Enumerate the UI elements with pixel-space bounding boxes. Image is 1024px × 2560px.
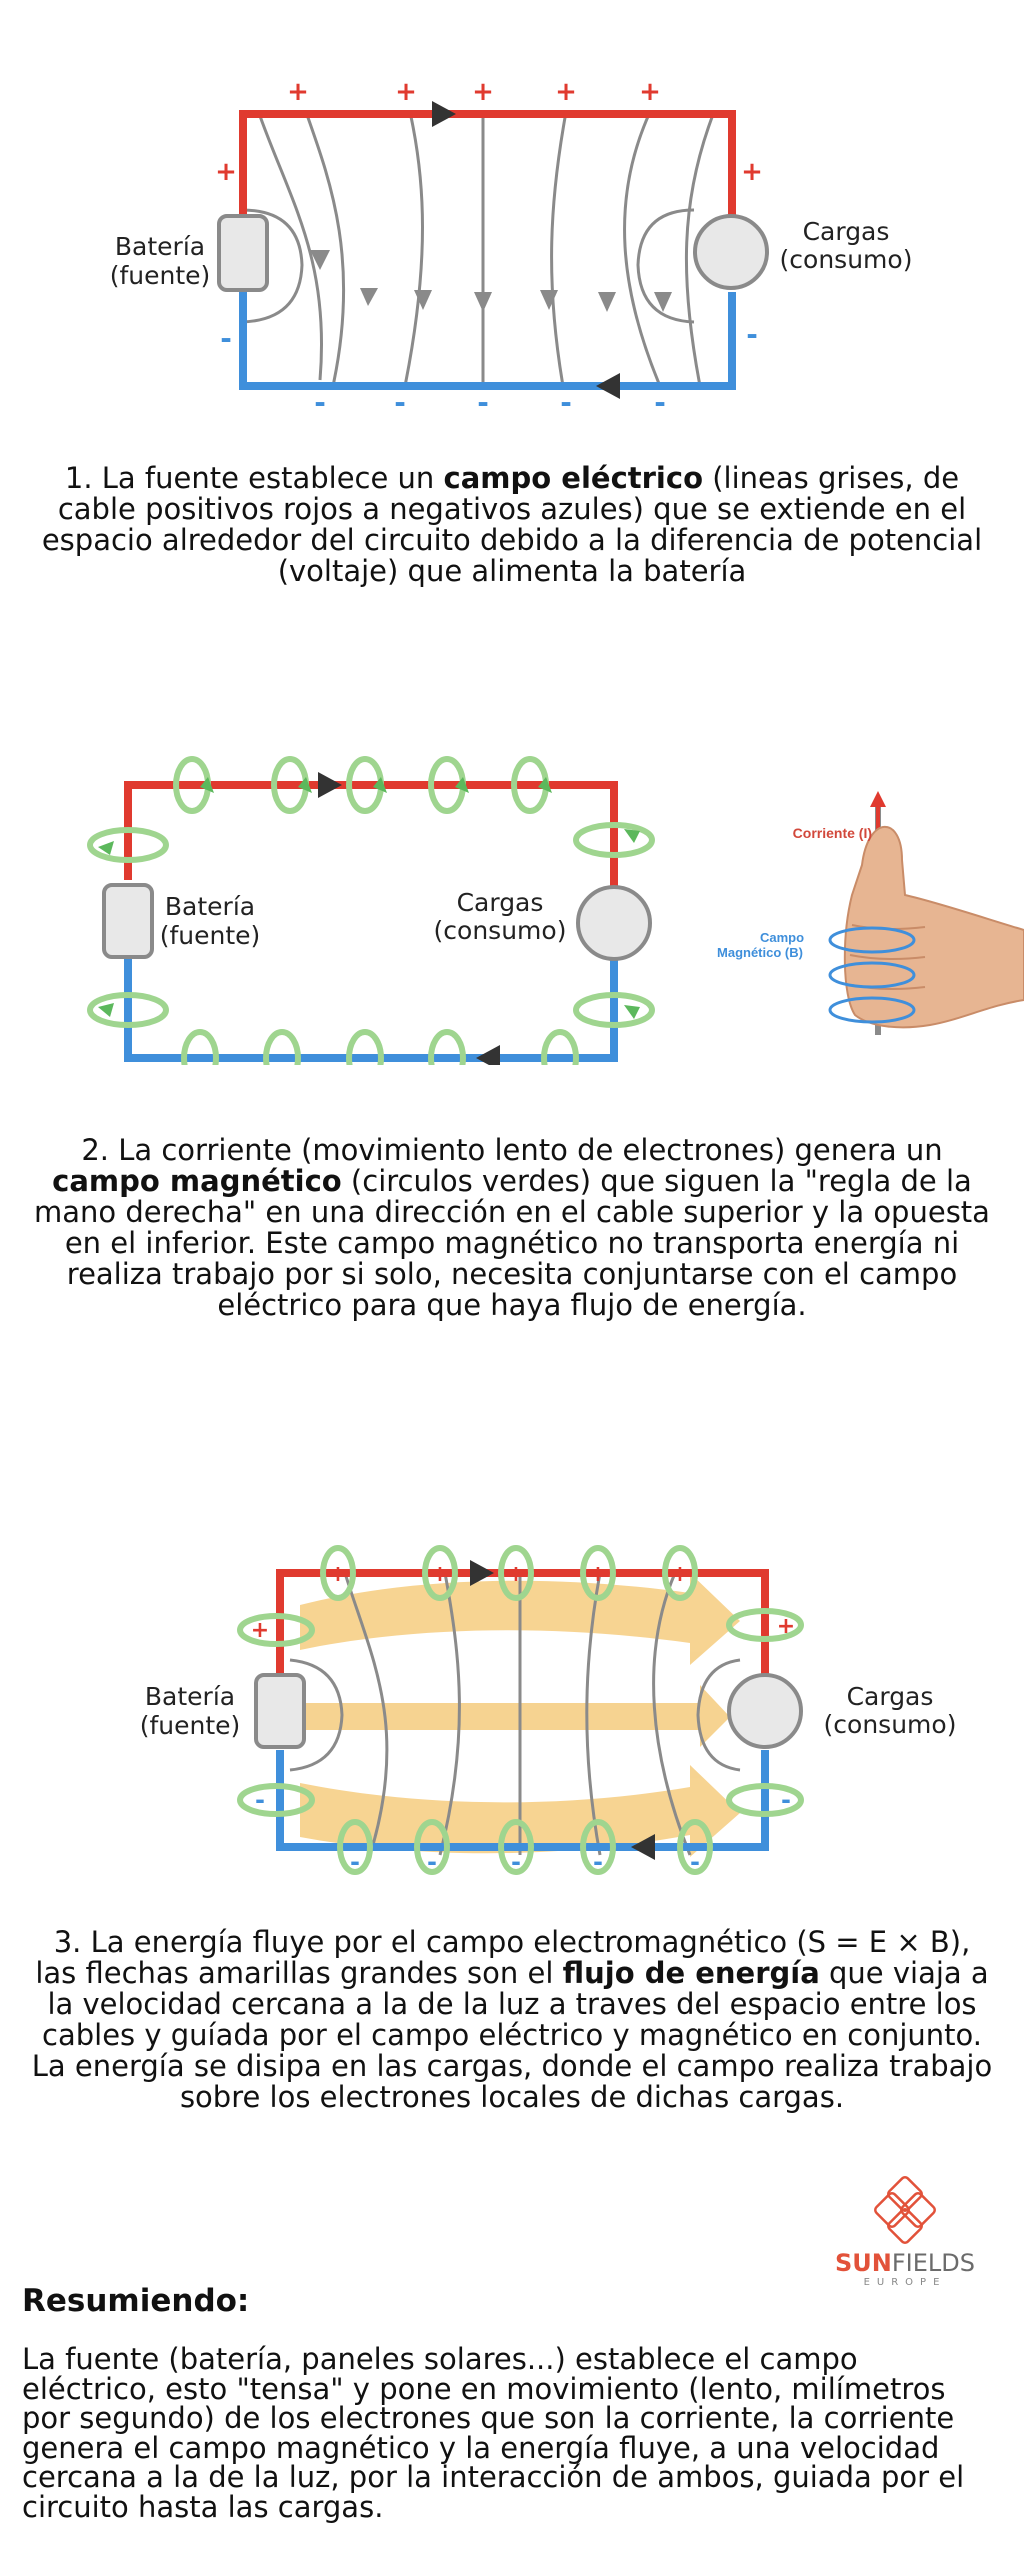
hand-icon <box>843 825 1024 1029</box>
positive-wire <box>239 110 736 238</box>
field-arrowheads <box>310 250 672 312</box>
load-label-2: Cargas <box>457 888 544 917</box>
svg-text:-: - <box>220 322 232 355</box>
current-label: Corriente (I) <box>793 825 872 841</box>
svg-text:-: - <box>255 1786 265 1814</box>
svg-text:-: - <box>314 386 326 410</box>
battery-icon-3 <box>254 1673 306 1749</box>
diagram-electric-field: + + + + + + + - - - - - - - Batería (fue… <box>0 60 1024 410</box>
summary-body: La fuente (batería, paneles solares...) … <box>22 2342 965 2524</box>
svg-text:-: - <box>593 1848 603 1876</box>
battery-role-label-2: (fuente) <box>160 921 261 950</box>
svg-text:+: + <box>507 1562 525 1587</box>
svg-text:-: - <box>427 1848 437 1876</box>
battery-label-3: Batería <box>145 1682 235 1711</box>
magnetic-loops <box>87 756 655 1065</box>
svg-text:-: - <box>511 1848 521 1876</box>
svg-text:+: + <box>431 1562 449 1587</box>
diagram-energy-flow: + + + + + + + - - - - - - - Batería (fue… <box>0 1525 1024 1905</box>
svg-text:+: + <box>589 1562 607 1587</box>
minus-signs: - - - - - - - <box>220 318 758 410</box>
positive-wire-3 <box>276 1569 769 1695</box>
load-icon <box>693 214 769 290</box>
magnetic-field-label-2: Magnético (B) <box>717 945 803 960</box>
plus-signs: + + + + + + + <box>215 77 763 187</box>
magnetic-loops-3 <box>237 1545 804 1875</box>
magnetic-field-label-1: Campo <box>760 930 804 945</box>
caption-step-2-bold: campo magnético <box>52 1164 342 1198</box>
right-hand-rule-illustration: Corriente (I) Campo Magnético (B) <box>717 791 1024 1035</box>
current-arrow-bottom-3 <box>631 1834 655 1860</box>
electric-field-lines <box>241 111 716 387</box>
sunfields-logo-icon <box>874 2176 936 2244</box>
svg-text:-: - <box>781 1786 791 1814</box>
current-arrow-bottom-2 <box>476 1045 500 1065</box>
magnetic-arrowheads <box>98 777 640 1019</box>
caption-step-1-bold: campo eléctrico <box>443 461 703 495</box>
current-arrow-bottom <box>596 373 620 399</box>
load-role-label-3: (consumo) <box>824 1710 957 1739</box>
electric-field-lines-3 <box>289 1572 741 1856</box>
svg-text:-: - <box>654 386 666 410</box>
load-role-label-2: (consumo) <box>434 916 567 945</box>
svg-text:+: + <box>215 157 237 187</box>
sunfields-logo: SUNFIELDS EUROPE <box>830 2175 980 2295</box>
svg-text:+: + <box>741 157 763 187</box>
svg-text:-: - <box>350 1848 360 1876</box>
current-arrow-top <box>432 101 456 127</box>
svg-text:+: + <box>639 77 661 107</box>
svg-text:-: - <box>394 386 406 410</box>
negative-wire-3 <box>276 1750 769 1851</box>
svg-text:+: + <box>555 77 577 107</box>
summary-title: Resumiendo: <box>22 2283 250 2319</box>
load-label-3: Cargas <box>847 1682 934 1711</box>
logo-wordmark: SUNFIELDS <box>835 2249 975 2277</box>
svg-text:-: - <box>690 1848 700 1876</box>
svg-text:+: + <box>472 77 494 107</box>
negative-wire-2 <box>124 940 618 1062</box>
battery-role-label: (fuente) <box>110 261 211 290</box>
svg-text:+: + <box>251 1618 269 1643</box>
battery-label: Batería <box>115 232 205 261</box>
svg-text:+: + <box>777 1614 795 1639</box>
svg-text:+: + <box>395 77 417 107</box>
battery-label-2: Batería <box>165 892 255 921</box>
current-arrow-top-2 <box>318 772 342 798</box>
current-arrow-top-3 <box>470 1560 494 1586</box>
battery-role-label-3: (fuente) <box>140 1711 241 1740</box>
load-label: Cargas <box>803 217 890 246</box>
logo-subtitle: EUROPE <box>863 2277 947 2288</box>
caption-step-1: 1. La fuente establece un campo eléctric… <box>41 461 983 588</box>
svg-text:-: - <box>560 386 572 410</box>
minus-signs-3: - - - - - - - <box>255 1786 791 1876</box>
diagram-magnetic-field: Batería (fuente) Cargas (consumo) Corrie… <box>0 735 1024 1065</box>
svg-text:-: - <box>477 386 489 410</box>
caption-step-2: 2. La corriente (movimiento lento de ele… <box>34 1133 990 1322</box>
svg-text:+: + <box>671 1562 689 1587</box>
load-role-label: (consumo) <box>780 245 913 274</box>
battery-icon <box>217 214 269 292</box>
plus-signs-3: + + + + + + + <box>251 1562 795 1643</box>
svg-text:-: - <box>746 318 758 351</box>
load-icon-2 <box>576 885 652 961</box>
caption-step-3-bold: flujo de energía <box>562 1956 820 1990</box>
load-icon-3 <box>727 1673 803 1749</box>
negative-wire <box>239 292 736 390</box>
svg-text:+: + <box>287 77 309 107</box>
svg-text:+: + <box>329 1562 347 1587</box>
battery-icon-2 <box>102 883 154 959</box>
caption-step-3: 3. La energía fluye por el campo electro… <box>31 1925 993 2114</box>
